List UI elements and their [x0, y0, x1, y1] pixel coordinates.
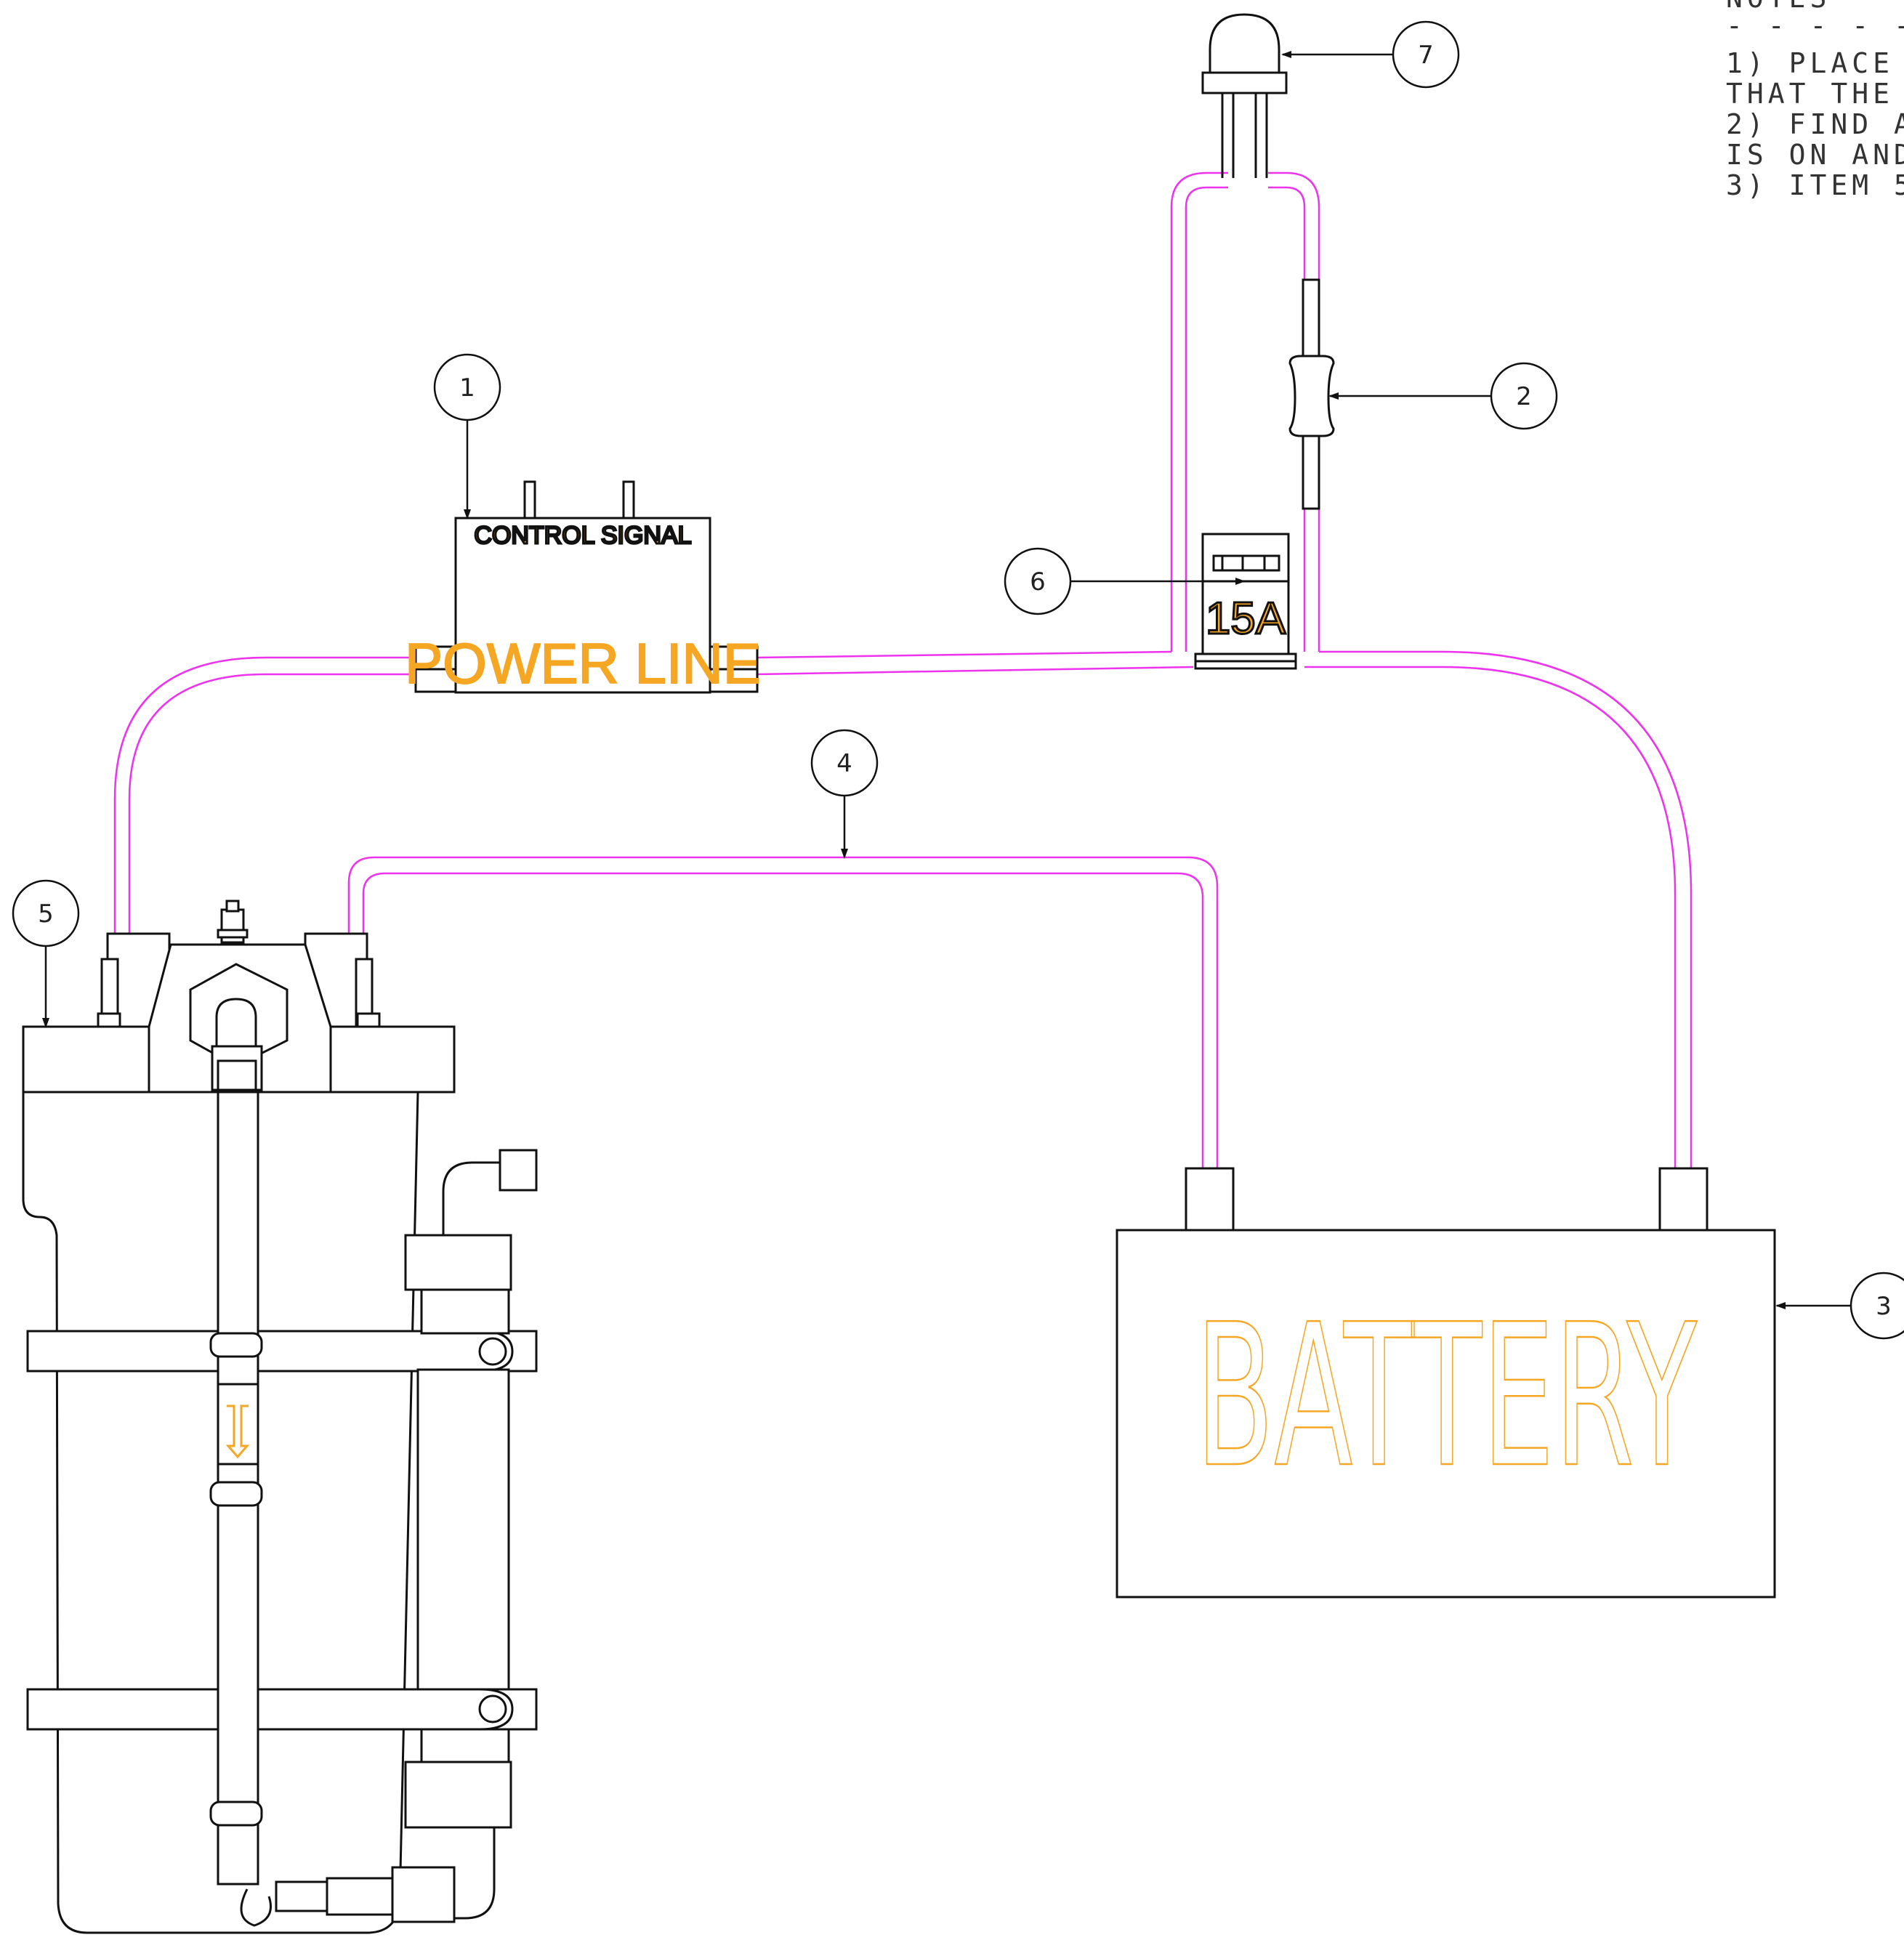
filter-strap-bottom	[26, 1688, 538, 1731]
lamp-dome	[1209, 13, 1280, 74]
wire-4-inner	[362, 872, 1204, 1168]
fuse-holder: 15A	[1194, 533, 1297, 670]
balloon-6-label: 6	[1030, 567, 1046, 597]
battery-label: BATTERY	[1195, 1282, 1698, 1511]
inline-connector	[1288, 278, 1335, 510]
balloon-4-label: 4	[836, 749, 852, 778]
wire-lamp-right-outer	[1268, 171, 1320, 652]
note-line-5: 3) ITEM 5	[1726, 169, 1904, 201]
wiring	[113, 171, 1693, 1168]
balloon-3-label: 3	[1876, 1292, 1892, 1321]
battery: BATTERY	[1116, 1167, 1776, 1599]
notes-separator: - - - - - - - - - - -	[1726, 9, 1904, 41]
note-line-1: 1) PLACE	[1726, 47, 1894, 79]
wire-lamp-left-outer	[1170, 171, 1228, 652]
wire-to-battery-positive-outer	[1319, 650, 1693, 1168]
balloon-2-label: 2	[1516, 382, 1532, 411]
wire-filter-to-module-inner	[128, 673, 416, 937]
note-line-2: THAT THE C	[1726, 78, 1904, 110]
wire-4-outer	[347, 856, 1219, 1168]
filter-assembly	[22, 900, 538, 1934]
notes-block: NOTES - - - - - - - - - - - 1) PLACE THA…	[1726, 0, 1904, 201]
battery-terminal-positive	[1658, 1167, 1709, 1232]
balloon-7-label: 7	[1418, 41, 1434, 70]
balloon-callouts	[12, 20, 1904, 1340]
module-bottom-label: POWER LINE	[405, 631, 761, 695]
balloon-labels: 1 2 3 4 5 6 7	[38, 41, 1892, 1321]
wire-module-to-junction-outer	[757, 650, 1172, 659]
filter-strap-top	[26, 1330, 538, 1373]
module-body	[454, 517, 711, 694]
wire-lamp-left-inner	[1185, 186, 1228, 652]
lamp-base	[1201, 71, 1288, 94]
wire-lamp-right-inner	[1268, 186, 1306, 652]
notes-heading: NOTES	[1726, 0, 1831, 14]
control-module: CONTROL SIGNAL POWER LINE	[404, 480, 762, 696]
balloon-1-label: 1	[459, 373, 475, 403]
indicator-lamp	[1201, 13, 1288, 178]
battery-body	[1116, 1229, 1776, 1599]
wire-filter-to-module-outer	[113, 656, 416, 937]
balloon-5-label: 5	[38, 900, 54, 929]
wire-module-to-junction-inner	[757, 666, 1194, 676]
battery-terminal-negative	[1185, 1167, 1235, 1232]
wire-to-battery-positive-inner	[1304, 666, 1677, 1168]
connector-body	[1288, 355, 1335, 437]
module-top-label: CONTROL SIGNAL	[474, 522, 691, 549]
fuse-rating: 15A	[1206, 594, 1286, 644]
note-line-3: 2) FIND A	[1726, 108, 1904, 140]
note-line-4: IS ON AND	[1726, 139, 1904, 171]
